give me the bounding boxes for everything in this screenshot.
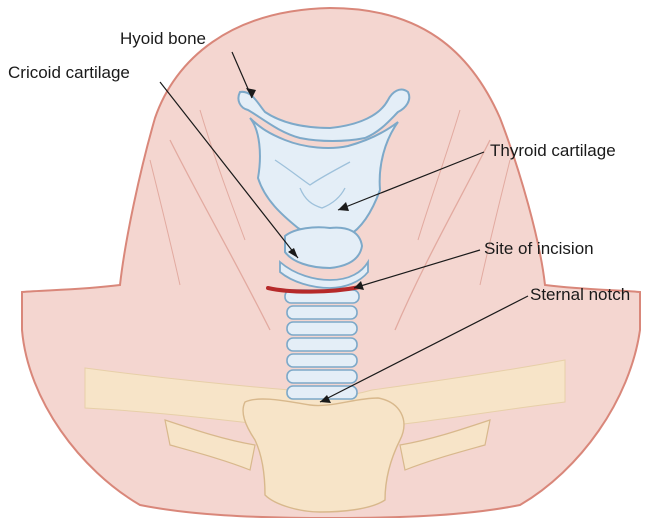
label-thyroid-cartilage: Thyroid cartilage — [490, 141, 616, 160]
label-site-of-incision: Site of incision — [484, 239, 594, 258]
trachea — [285, 290, 359, 399]
label-sternal-notch: Sternal notch — [530, 285, 630, 304]
cricoid-cartilage — [285, 227, 362, 268]
label-hyoid-bone: Hyoid bone — [120, 29, 206, 48]
sternum — [243, 398, 404, 512]
label-cricoid-cartilage: Cricoid cartilage — [8, 63, 130, 82]
